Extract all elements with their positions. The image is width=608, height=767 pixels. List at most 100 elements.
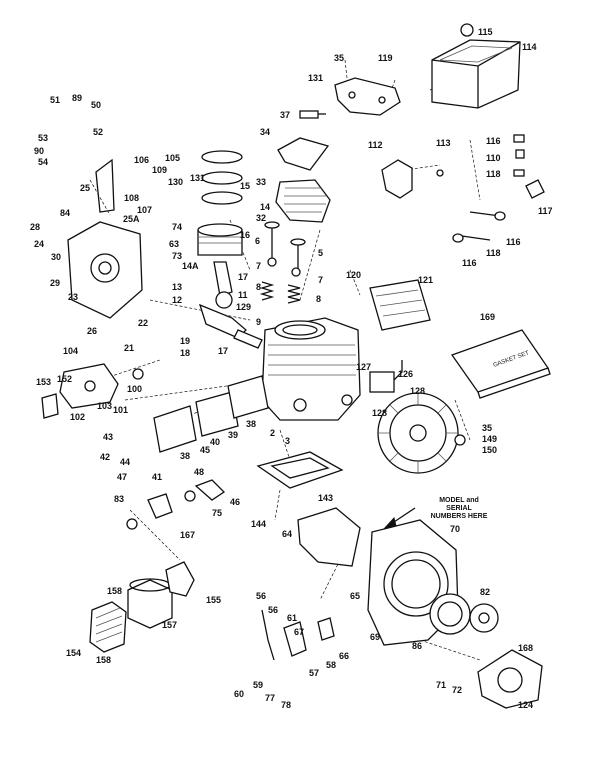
callout-48: 48: [194, 467, 205, 477]
callout-9: 9: [256, 317, 262, 327]
breather-tube: [95, 158, 115, 213]
callout-131: 131: [308, 73, 324, 83]
callout-105: 105: [165, 153, 181, 163]
callout-14: 14: [260, 202, 271, 212]
rotating-screen: [429, 593, 471, 635]
callout-126: 126: [398, 369, 414, 379]
callout-150: 150: [482, 445, 498, 455]
fuel-fitting: [126, 493, 173, 530]
callout-46: 46: [230, 497, 241, 507]
callout-39: 39: [228, 430, 239, 440]
callout-121: 121: [418, 275, 434, 285]
callout-22: 22: [138, 318, 149, 328]
callout-35: 35: [334, 53, 345, 63]
callout-78: 78: [281, 700, 292, 710]
callout-19: 19: [180, 336, 191, 346]
base-plate: [256, 451, 344, 489]
callout-43: 43: [103, 432, 114, 442]
cylinder-head: [275, 179, 331, 223]
valve-springs: [259, 281, 301, 304]
callout-74: 74: [172, 222, 183, 232]
callout-109: 109: [152, 165, 168, 175]
callout-168: 168: [518, 643, 534, 653]
model-serial-note: MODEL and SERIAL NUMBERS HERE: [426, 497, 492, 521]
muffler-screen: [89, 601, 127, 653]
muffler-deflector: [165, 561, 195, 597]
callout-18: 18: [180, 348, 191, 358]
spark-plug: [299, 110, 326, 119]
callout-119: 119: [378, 53, 393, 63]
starter-pulley: [469, 603, 499, 633]
callout-59: 59: [253, 680, 264, 690]
callout-155: 155: [206, 595, 222, 605]
engine-block: [261, 317, 361, 421]
callout-13: 13: [172, 282, 183, 292]
callout-35b: 35: [482, 423, 493, 433]
callout-169: 169: [480, 312, 496, 322]
callout-86: 86: [412, 641, 423, 651]
callout-38b: 38: [180, 451, 191, 461]
model-serial-note-line2: NUMBERS HERE: [430, 513, 488, 520]
callout-17: 17: [238, 272, 249, 282]
model-serial-arrow: [382, 507, 416, 530]
callout-60: 60: [234, 689, 245, 699]
fuel-pump: [184, 479, 226, 502]
callout-149: 149: [482, 434, 498, 444]
small-fittings: [132, 134, 545, 446]
callout-64: 64: [282, 529, 293, 539]
callout-41: 41: [152, 472, 163, 482]
valves: [264, 221, 306, 275]
callout-153: 153: [36, 377, 52, 387]
callout-38a: 38: [246, 419, 257, 429]
callout-110: 110: [486, 153, 501, 163]
callout-30: 30: [51, 252, 62, 262]
callout-6: 6: [255, 236, 261, 246]
callout-89: 89: [72, 93, 83, 103]
callout-143: 143: [318, 493, 334, 503]
callout-11: 11: [238, 290, 248, 300]
callout-158b: 158: [96, 655, 112, 665]
callout-129: 129: [236, 302, 252, 312]
callout-50: 50: [91, 100, 102, 110]
callout-75: 75: [212, 508, 223, 518]
governor-linkage: [261, 609, 335, 661]
callout-29: 29: [50, 278, 61, 288]
callout-82: 82: [480, 587, 491, 597]
callout-26: 26: [87, 326, 98, 336]
crankshaft: [198, 303, 263, 349]
cylinder-shield: [277, 137, 330, 171]
shield-112: [381, 159, 413, 199]
callout-112: 112: [368, 140, 383, 150]
callout-101: 101: [113, 405, 129, 415]
callout-51: 51: [50, 95, 61, 105]
callout-58: 58: [326, 660, 337, 670]
callout-107: 107: [137, 205, 153, 215]
callout-7b: 7: [318, 275, 324, 285]
cylinder-shroud: [297, 507, 361, 567]
ignition-coil: [369, 360, 403, 393]
piston: [197, 223, 243, 256]
callout-8b: 8: [316, 294, 322, 304]
gasket-set-package: GASKET SET: [450, 329, 551, 399]
callout-65: 65: [350, 591, 361, 601]
callout-61: 61: [287, 613, 298, 623]
callout-127: 127: [356, 362, 372, 372]
callout-42: 42: [100, 452, 111, 462]
callout-113: 113: [436, 138, 451, 148]
callout-40: 40: [210, 437, 221, 447]
callout-2: 2: [270, 428, 276, 438]
callout-73: 73: [172, 251, 183, 261]
callout-90: 90: [34, 146, 45, 156]
callout-128b: 128: [372, 408, 388, 418]
callout-118: 118: [486, 169, 501, 179]
callout-53: 53: [38, 133, 49, 143]
muffler: [127, 578, 173, 629]
callout-23: 23: [68, 292, 79, 302]
callout-118b: 118: [486, 248, 501, 258]
callout-84: 84: [60, 208, 71, 218]
callout-44: 44: [120, 457, 131, 467]
callout-83: 83: [114, 494, 125, 504]
callout-8a: 8: [256, 282, 262, 292]
callout-158: 158: [107, 586, 123, 596]
callout-130: 130: [168, 177, 184, 187]
